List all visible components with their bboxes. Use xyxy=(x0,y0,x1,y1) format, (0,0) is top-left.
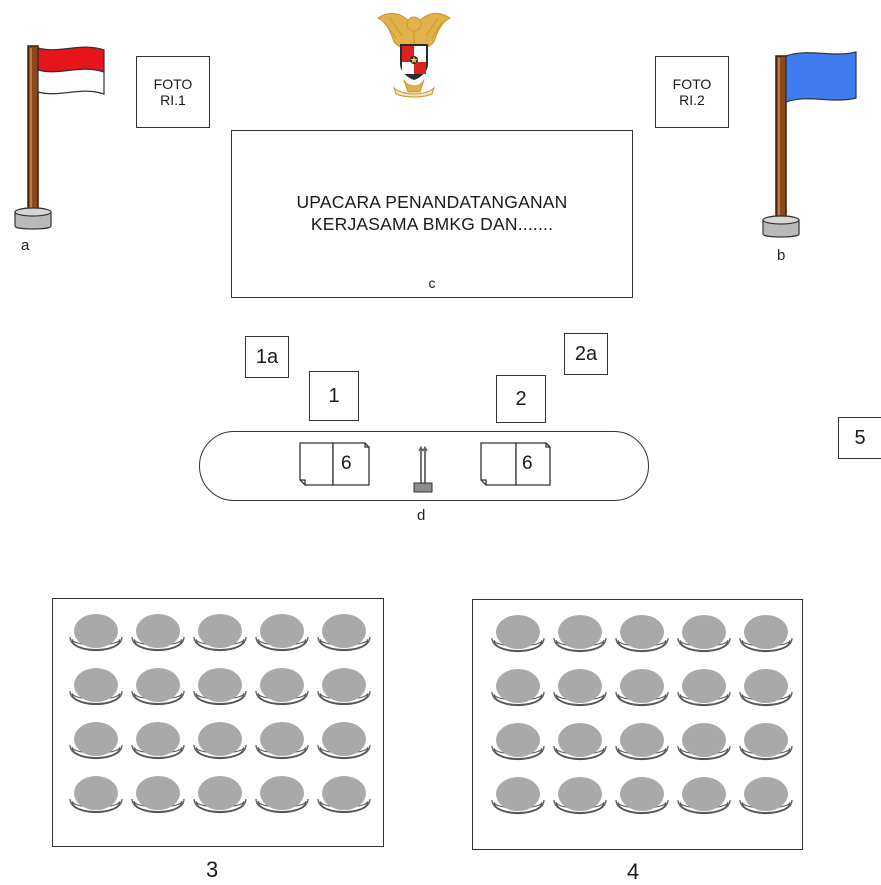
chair-icon xyxy=(673,664,735,718)
chair-icon xyxy=(189,771,251,825)
chair-icon xyxy=(487,664,549,718)
chair-icon xyxy=(735,718,797,772)
table-label: d xyxy=(417,507,426,524)
chair-icon xyxy=(549,610,611,664)
chair-icon xyxy=(549,664,611,718)
chair-icon xyxy=(127,717,189,771)
document-right-label: 6 xyxy=(522,453,533,474)
seat-grid-4 xyxy=(487,610,797,826)
chair-icon xyxy=(673,772,735,826)
position-1: 1 xyxy=(309,371,359,421)
chair-icon xyxy=(313,771,375,825)
flag-b-label: b xyxy=(777,247,786,264)
document-left: 6 xyxy=(299,441,371,487)
chair-icon xyxy=(65,771,127,825)
flag-a-red-white xyxy=(10,44,108,234)
banner-title: UPACARA PENANDATANGANAN KERJASAMA BMKG D… xyxy=(296,192,568,234)
chair-icon xyxy=(251,717,313,771)
chair-icon xyxy=(251,771,313,825)
flag-b-blue xyxy=(762,50,860,242)
chair-icon xyxy=(65,609,127,663)
photo-ri1: FOTO RI.1 xyxy=(136,56,210,128)
ceremony-banner: UPACARA PENANDATANGANAN KERJASAMA BMKG D… xyxy=(231,130,633,298)
chair-icon xyxy=(313,609,375,663)
chair-icon xyxy=(487,772,549,826)
chair-icon xyxy=(735,610,797,664)
banner-label: c xyxy=(428,275,436,291)
chair-icon xyxy=(611,610,673,664)
chair-icon xyxy=(735,664,797,718)
chair-icon xyxy=(549,718,611,772)
chair-icon xyxy=(127,771,189,825)
garuda-emblem-icon xyxy=(376,8,452,98)
position-1a: 1a xyxy=(245,336,289,378)
guest-area-4-label: 4 xyxy=(627,859,640,884)
position-2a: 2a xyxy=(564,333,608,375)
chair-icon xyxy=(65,717,127,771)
chair-icon xyxy=(189,663,251,717)
chair-icon xyxy=(549,772,611,826)
chair-icon xyxy=(189,717,251,771)
chair-icon xyxy=(127,663,189,717)
document-right: 6 xyxy=(480,441,552,487)
photo-ri2: FOTO RI.2 xyxy=(655,56,729,128)
chair-icon xyxy=(313,663,375,717)
chair-icon xyxy=(251,609,313,663)
chair-icon xyxy=(673,718,735,772)
chair-icon xyxy=(611,664,673,718)
document-left-label: 6 xyxy=(341,453,352,474)
chair-icon xyxy=(611,772,673,826)
chair-icon xyxy=(735,772,797,826)
flag-a-label: a xyxy=(21,237,30,254)
chair-icon xyxy=(611,718,673,772)
guest-area-4 xyxy=(472,599,803,850)
chair-icon xyxy=(189,609,251,663)
chair-icon xyxy=(313,717,375,771)
table-flag-stand-icon xyxy=(412,445,434,495)
guest-area-3 xyxy=(52,598,384,847)
chair-icon xyxy=(251,663,313,717)
position-5: 5 xyxy=(838,417,881,459)
guest-area-3-label: 3 xyxy=(206,857,219,882)
position-2: 2 xyxy=(496,375,546,423)
chair-icon xyxy=(65,663,127,717)
chair-icon xyxy=(673,610,735,664)
chair-icon xyxy=(127,609,189,663)
chair-icon xyxy=(487,718,549,772)
seat-grid-3 xyxy=(65,609,375,825)
chair-icon xyxy=(487,610,549,664)
